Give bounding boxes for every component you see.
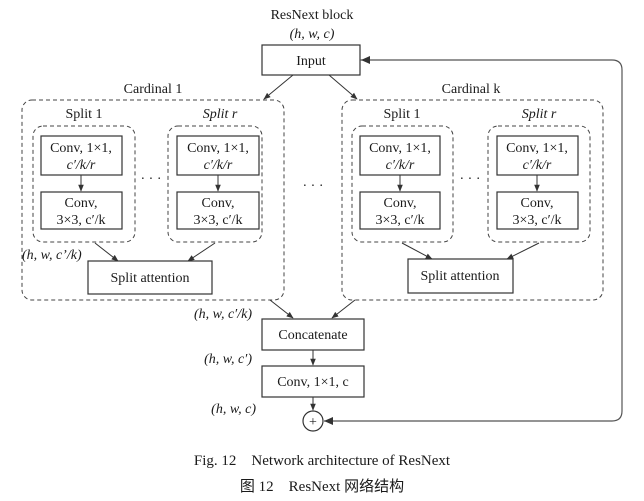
conv-1x1-line1: Conv, 1×1, [369, 141, 431, 156]
output-shape-label: (h, w, c) [211, 402, 256, 417]
split-ellipsis: · · · [141, 172, 162, 187]
conv-1x1-line1: Conv, 1×1, [50, 141, 112, 156]
cardinal-1-label: Cardinal 1 [124, 82, 183, 97]
conv-3x3-line2: 3×3, c′/k [193, 213, 242, 228]
arrow-cardinal-k-to-concat [331, 299, 356, 319]
split-ellipsis: · · · [460, 172, 481, 187]
conv-3x3-line2: 3×3, c′/k [512, 213, 561, 228]
caption-chinese: 图 12 ResNext 网络结构 [240, 478, 404, 495]
split-label: Split r [203, 107, 238, 122]
conv-3x3-line1: Conv, [384, 196, 417, 211]
conv-3x3-box [359, 191, 441, 230]
conv-3x3-line1: Conv, [202, 196, 235, 211]
cardinal-k-split-1: Split 1 Conv, 1×1, c′/k/r Conv, 3×3, c′/… [351, 107, 454, 243]
conv-1x1-c-label: Conv, 1×1, c [277, 375, 349, 390]
cardinal-1-split-1: Split 1 Conv, 1×1, c′/k/r Conv, 3×3, c′/… [32, 107, 136, 243]
cardinal-1-boundary [21, 99, 285, 301]
cardinal-ellipsis: · · · [303, 179, 324, 194]
arrow-split1-to-attention [401, 242, 433, 260]
conv-1x1-box [40, 135, 123, 176]
cardinal-k-label: Cardinal k [442, 82, 501, 97]
input-shape-label: (h, w, c) [290, 27, 335, 42]
arrow-cardinal-1-to-concat [269, 299, 294, 319]
split-attention-label: Split attention [421, 269, 500, 284]
conv-3x3-line1: Conv, [65, 196, 98, 211]
split-label: Split r [522, 107, 557, 122]
split-label: Split 1 [66, 107, 103, 122]
cardinal-1-split-r: Split r Conv, 1×1, c′/k/r Conv, 3×3, c′/… [167, 107, 263, 243]
arrow-splitr-to-attention [506, 242, 540, 260]
conv-3x3-line1: Conv, [521, 196, 554, 211]
cardinal-k-boundary [341, 99, 604, 301]
caption-english: Fig. 12 Network architecture of ResNext [194, 453, 451, 469]
conv-1x1-line1: Conv, 1×1, [506, 141, 568, 156]
skip-connection-line [324, 59, 623, 422]
conv-3x3-line2: 3×3, c′/k [375, 213, 424, 228]
input-box [261, 44, 361, 76]
split-attention-box [407, 258, 514, 294]
split-label: Split 1 [384, 107, 421, 122]
arrow-input-to-cardinal-1 [263, 74, 294, 100]
input-label: Input [296, 54, 326, 69]
conv-1x1-line1: Conv, 1×1, [187, 141, 249, 156]
conv-3x3-box [176, 191, 260, 230]
plus-icon: + [309, 415, 317, 430]
split-boundary [351, 125, 454, 243]
diagram-title: ResNext block [271, 8, 354, 23]
skip-arrowhead-add [324, 417, 333, 425]
concat-shape-label: (h, w, c′/k) [194, 307, 252, 322]
cardinal-k-split-r: Split r Conv, 1×1, c′/k/r Conv, 3×3, c′/… [487, 107, 591, 243]
conv-1x1-line2: c′/k/r [386, 158, 415, 173]
conv-3x3-box [496, 191, 579, 230]
split-boundary [167, 125, 263, 243]
cardinal-k: Cardinal k Split 1 Conv, 1×1, c′/k/r Con… [341, 82, 604, 301]
conv-1x1-box [359, 135, 441, 176]
concatenate-label: Concatenate [278, 328, 347, 343]
split-attention-box [87, 260, 213, 295]
cardinal-1: Cardinal 1 Split 1 Conv, 1×1, c′/k/r Con… [21, 82, 285, 301]
conv-1x1-line2: c′/k/r [204, 158, 233, 173]
arrow-input-to-cardinal-k [328, 74, 358, 100]
conv-1x1-line2: c′/k/r [523, 158, 552, 173]
arrow-split1-to-attention [94, 242, 119, 262]
add-node [302, 410, 324, 432]
conv-1x1-line2: c′/k/r [67, 158, 96, 173]
split-attention-label: Split attention [111, 271, 190, 286]
conv-1x1-box [496, 135, 579, 176]
arrow-splitr-to-attention [187, 242, 216, 262]
conv-3x3-line2: 3×3, c′/k [56, 213, 105, 228]
split-shape-label: (h, w, c’/k) [22, 248, 82, 263]
skip-arrowhead-input [361, 56, 370, 64]
conv-shape-label: (h, w, c′) [204, 352, 252, 367]
conv-3x3-box [40, 191, 123, 230]
